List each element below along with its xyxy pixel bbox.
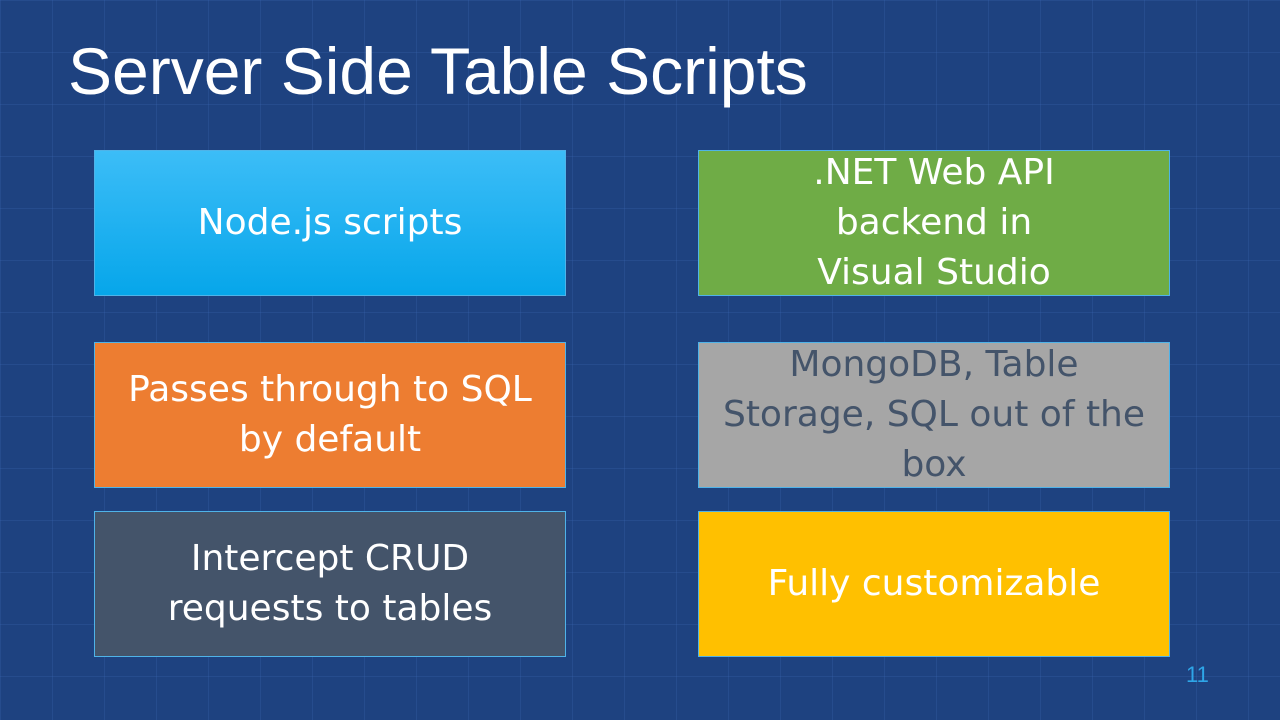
mongodb-table-storage-box: MongoDB, Table Storage, SQL out of the b… (698, 342, 1170, 488)
node-scripts-box: Node.js scripts (94, 150, 566, 296)
passes-through-sql-box: Passes through to SQL by default (94, 342, 566, 488)
dotnet-web-api-label: .NET Web API backend in Visual Studio (813, 152, 1055, 293)
fully-customizable-label: Fully customizable (767, 563, 1101, 604)
slide-title: Server Side Table Scripts (68, 34, 808, 108)
dotnet-web-api-box: .NET Web API backend in Visual Studio (698, 150, 1170, 296)
fully-customizable-box: Fully customizable (698, 511, 1170, 657)
intercept-crud-box: Intercept CRUD requests to tables (94, 511, 566, 657)
mongodb-table-storage-label: MongoDB, Table Storage, SQL out of the b… (722, 344, 1146, 485)
node-scripts-label: Node.js scripts (197, 202, 463, 243)
intercept-crud-label: Intercept CRUD requests to tables (167, 538, 493, 629)
page-number: 11 (1186, 662, 1209, 687)
passes-through-sql-label: Passes through to SQL by default (128, 369, 532, 460)
